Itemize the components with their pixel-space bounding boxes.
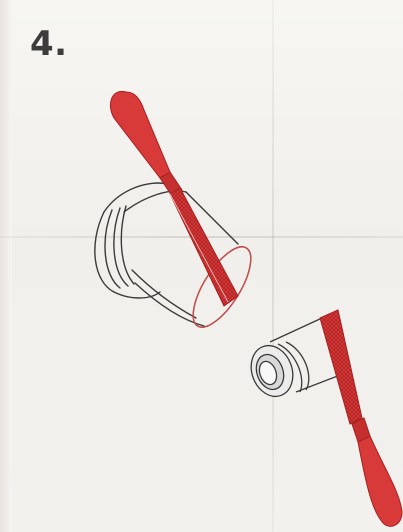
file-tool-icon xyxy=(110,91,238,306)
file-tool-icon xyxy=(320,310,402,526)
